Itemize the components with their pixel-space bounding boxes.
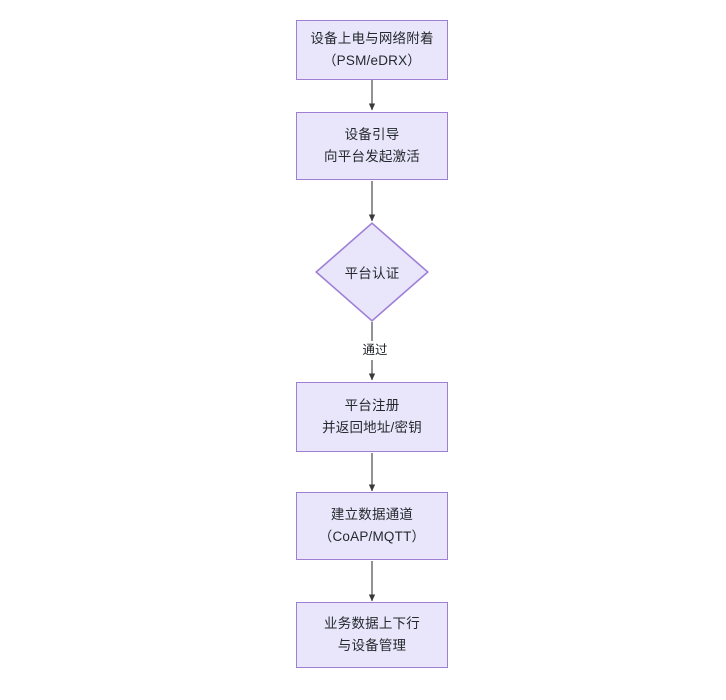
node-text-line2: 向平台发起激活 bbox=[324, 149, 420, 164]
node-text-line2: 与设备管理 bbox=[337, 638, 407, 653]
node-platform-registration[interactable]: 平台注册 并返回地址/密钥 bbox=[296, 382, 448, 452]
node-text-line2: （PSM/eDRX） bbox=[322, 53, 422, 68]
diamond-shape-icon bbox=[315, 222, 429, 322]
node-text-line2: （CoAP/MQTT） bbox=[318, 529, 426, 544]
node-text-line1: 业务数据上下行 bbox=[324, 616, 420, 632]
node-establish-data-channel[interactable]: 建立数据通道 （CoAP/MQTT） bbox=[296, 492, 448, 560]
node-power-on-network-attach[interactable]: 设备上电与网络附着 （PSM/eDRX） bbox=[296, 20, 448, 80]
edge-label-text: 通过 bbox=[362, 343, 388, 357]
node-text-line1: 设备引导 bbox=[344, 127, 400, 143]
node-text-line1: 建立数据通道 bbox=[330, 507, 414, 523]
node-business-data-and-device-management[interactable]: 业务数据上下行 与设备管理 bbox=[296, 602, 448, 668]
edge-label-pass: 通过 bbox=[352, 341, 398, 360]
node-text-line2: 并返回地址/密钥 bbox=[322, 420, 422, 435]
node-text-line1: 平台认证 bbox=[344, 266, 400, 281]
node-device-bootstrap-activation[interactable]: 设备引导 向平台发起激活 bbox=[296, 112, 448, 180]
node-text-line1: 平台注册 bbox=[344, 398, 400, 414]
node-text-line1: 设备上电与网络附着 bbox=[310, 31, 434, 47]
node-platform-authentication[interactable]: 平台认证 bbox=[315, 222, 429, 322]
